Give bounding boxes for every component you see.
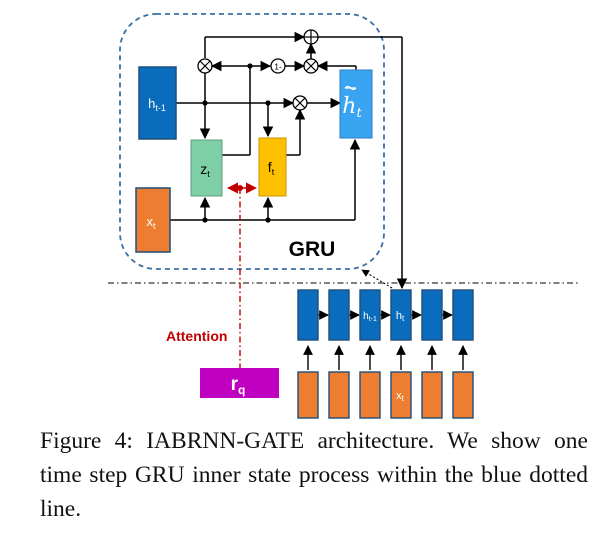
chain-h-5 [421, 289, 443, 341]
op-one-minus: 1- [270, 58, 286, 74]
chain-h-cur-label: ht [396, 310, 405, 323]
chain-x-6 [452, 371, 474, 419]
op-multiply-right [303, 58, 319, 74]
chain-to-gru-pointer [361, 269, 393, 289]
rq-box: rq [200, 368, 279, 398]
gru-wiring [170, 31, 408, 290]
chain-h-3 [359, 289, 381, 341]
chain-x-4 [390, 371, 412, 419]
chain-x-label: xt [396, 390, 405, 403]
chain-h-6 [452, 289, 474, 341]
gru-title: GRU [289, 238, 336, 261]
svg-text:xt: xt [146, 214, 156, 231]
svg-text:ht: ht [342, 94, 362, 121]
op-multiply-middle [292, 95, 308, 111]
chain-x-5 [421, 371, 443, 419]
svg-text:ht-1: ht-1 [148, 96, 166, 113]
svg-text:1-: 1- [274, 62, 282, 72]
chain-h-2 [328, 289, 350, 341]
chain-x-2 [328, 371, 350, 419]
svg-text:rq: rq [231, 374, 246, 397]
op-plus [303, 29, 319, 45]
gru-z-box: zt [190, 139, 223, 197]
chain-x-1 [297, 371, 319, 419]
chain-x-3 [359, 371, 381, 419]
attention-connector [226, 182, 258, 368]
chain-h-1 [297, 289, 319, 341]
gru-f-box: ft [258, 137, 287, 197]
iabrnn-gate-diagram: 1- ht-1 xt zt ft ht GRU Attention rq [108, 13, 578, 419]
gru-h-prev-box: ht-1 [138, 66, 177, 140]
svg-text:ft: ft [268, 159, 275, 177]
chain-h-prev-label: ht-1 [363, 311, 377, 323]
chain-h-4 [390, 289, 412, 341]
figure-caption: Figure 4: IABRNN-GATE architecture. We s… [40, 428, 588, 522]
junction-dots [202, 63, 271, 223]
op-multiply-top [197, 58, 213, 74]
rnn-chain: ht-1 ht xt [297, 289, 474, 419]
attention-label: Attention [166, 328, 227, 344]
svg-text:zt: zt [200, 161, 210, 179]
gru-h-tilde-box: ht [339, 69, 373, 139]
gru-x-box: xt [135, 187, 171, 253]
